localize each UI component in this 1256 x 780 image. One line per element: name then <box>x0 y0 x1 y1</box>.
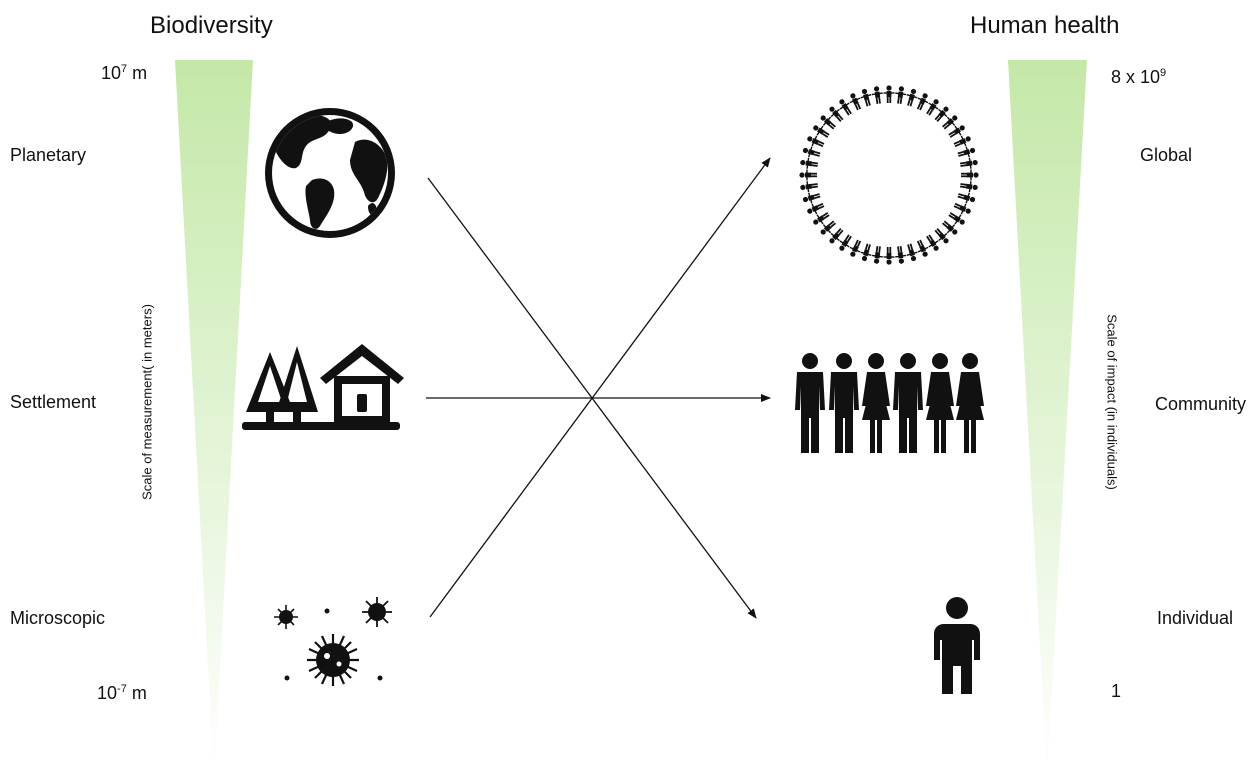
left-bottom-scale: 10-7 m <box>97 683 147 703</box>
people-circle-icon <box>799 85 979 265</box>
virus-small-left <box>274 605 298 629</box>
human-health-title: Human health <box>970 12 1120 39</box>
ring-person <box>871 245 883 264</box>
ring-person <box>800 181 819 193</box>
ring-person <box>916 239 929 257</box>
virus-icon <box>274 597 392 686</box>
ring-person <box>895 86 907 105</box>
biodiversity-title: Biodiversity <box>150 12 273 39</box>
ring-person <box>860 88 872 107</box>
ring-person <box>948 212 965 225</box>
ring-person <box>926 234 939 251</box>
ring-person <box>883 247 895 265</box>
ring-person <box>839 99 852 116</box>
virus-large <box>307 634 359 686</box>
left-bottom-scale-base: 10 <box>97 683 118 703</box>
right-scale-wedge <box>1008 60 1087 778</box>
ring-person <box>802 192 821 204</box>
community-man <box>829 353 859 453</box>
ring-person <box>957 146 976 158</box>
level-global: Global <box>1140 145 1193 165</box>
ring-person <box>948 125 965 138</box>
left-bottom-scale-unit: m <box>126 683 147 703</box>
person-icon <box>934 597 980 694</box>
community-woman <box>926 353 954 453</box>
ring-person <box>849 93 862 111</box>
ring-person <box>957 192 976 204</box>
left-top-scale: 107 m <box>101 63 148 83</box>
ring-person <box>906 88 918 107</box>
ring-person <box>934 228 949 244</box>
ring-person <box>895 245 907 264</box>
ring-person <box>934 106 949 122</box>
ring-person <box>829 106 844 122</box>
globe-icon <box>265 108 395 238</box>
community-woman <box>862 353 890 453</box>
right-top-scale: 8 x 109 <box>1111 67 1167 87</box>
ring-person <box>906 243 918 262</box>
left-top-scale-unit: m <box>127 63 148 83</box>
ring-person <box>871 86 883 105</box>
ring-person <box>800 157 819 169</box>
virus-dot <box>377 675 383 681</box>
ring-person <box>813 212 830 225</box>
ring-person <box>959 181 978 193</box>
virus-dot <box>284 675 290 681</box>
community-people-icon <box>795 353 984 453</box>
right-bottom-scale: 1 <box>1111 681 1122 701</box>
ring-person <box>839 234 852 251</box>
ring-person <box>942 220 958 235</box>
ring-person <box>961 169 979 181</box>
ring-person <box>829 228 844 244</box>
ring-person <box>942 115 958 130</box>
level-planetary: Planetary <box>10 145 87 165</box>
ring-person <box>799 169 817 181</box>
ring-person <box>953 135 971 148</box>
community-man <box>893 353 923 453</box>
ring-person <box>820 220 836 235</box>
community-man <box>795 353 825 453</box>
ring-person <box>860 243 872 262</box>
level-settlement: Settlement <box>10 392 97 412</box>
ring-person <box>813 125 830 138</box>
trees-house-icon <box>242 344 404 430</box>
ring-person <box>802 146 821 158</box>
virus-dot <box>324 608 330 614</box>
ring-person <box>959 157 978 169</box>
right-top-scale-base: 8 x 10 <box>1111 67 1161 87</box>
right-top-scale-exp: 9 <box>1160 67 1167 79</box>
ring-person <box>953 202 971 215</box>
ring-person <box>807 202 825 215</box>
left-top-scale-exp: 7 <box>121 63 128 75</box>
level-microscopic: Microscopic <box>10 608 106 628</box>
left-scale-wedge <box>175 60 253 778</box>
ring-person <box>883 85 895 103</box>
ring-person <box>820 115 836 130</box>
level-individual: Individual <box>1157 608 1234 628</box>
community-woman <box>956 353 984 453</box>
virus-small-right <box>362 597 392 627</box>
level-community: Community <box>1155 394 1247 414</box>
ring-person <box>916 93 929 111</box>
arrow-microscopic-to-global <box>429 157 771 618</box>
ring-person <box>849 239 862 257</box>
ring-person <box>807 135 825 148</box>
ring-person <box>926 99 939 116</box>
left-top-scale-base: 10 <box>101 63 122 83</box>
left-bottom-scale-exp: -7 <box>117 683 127 695</box>
